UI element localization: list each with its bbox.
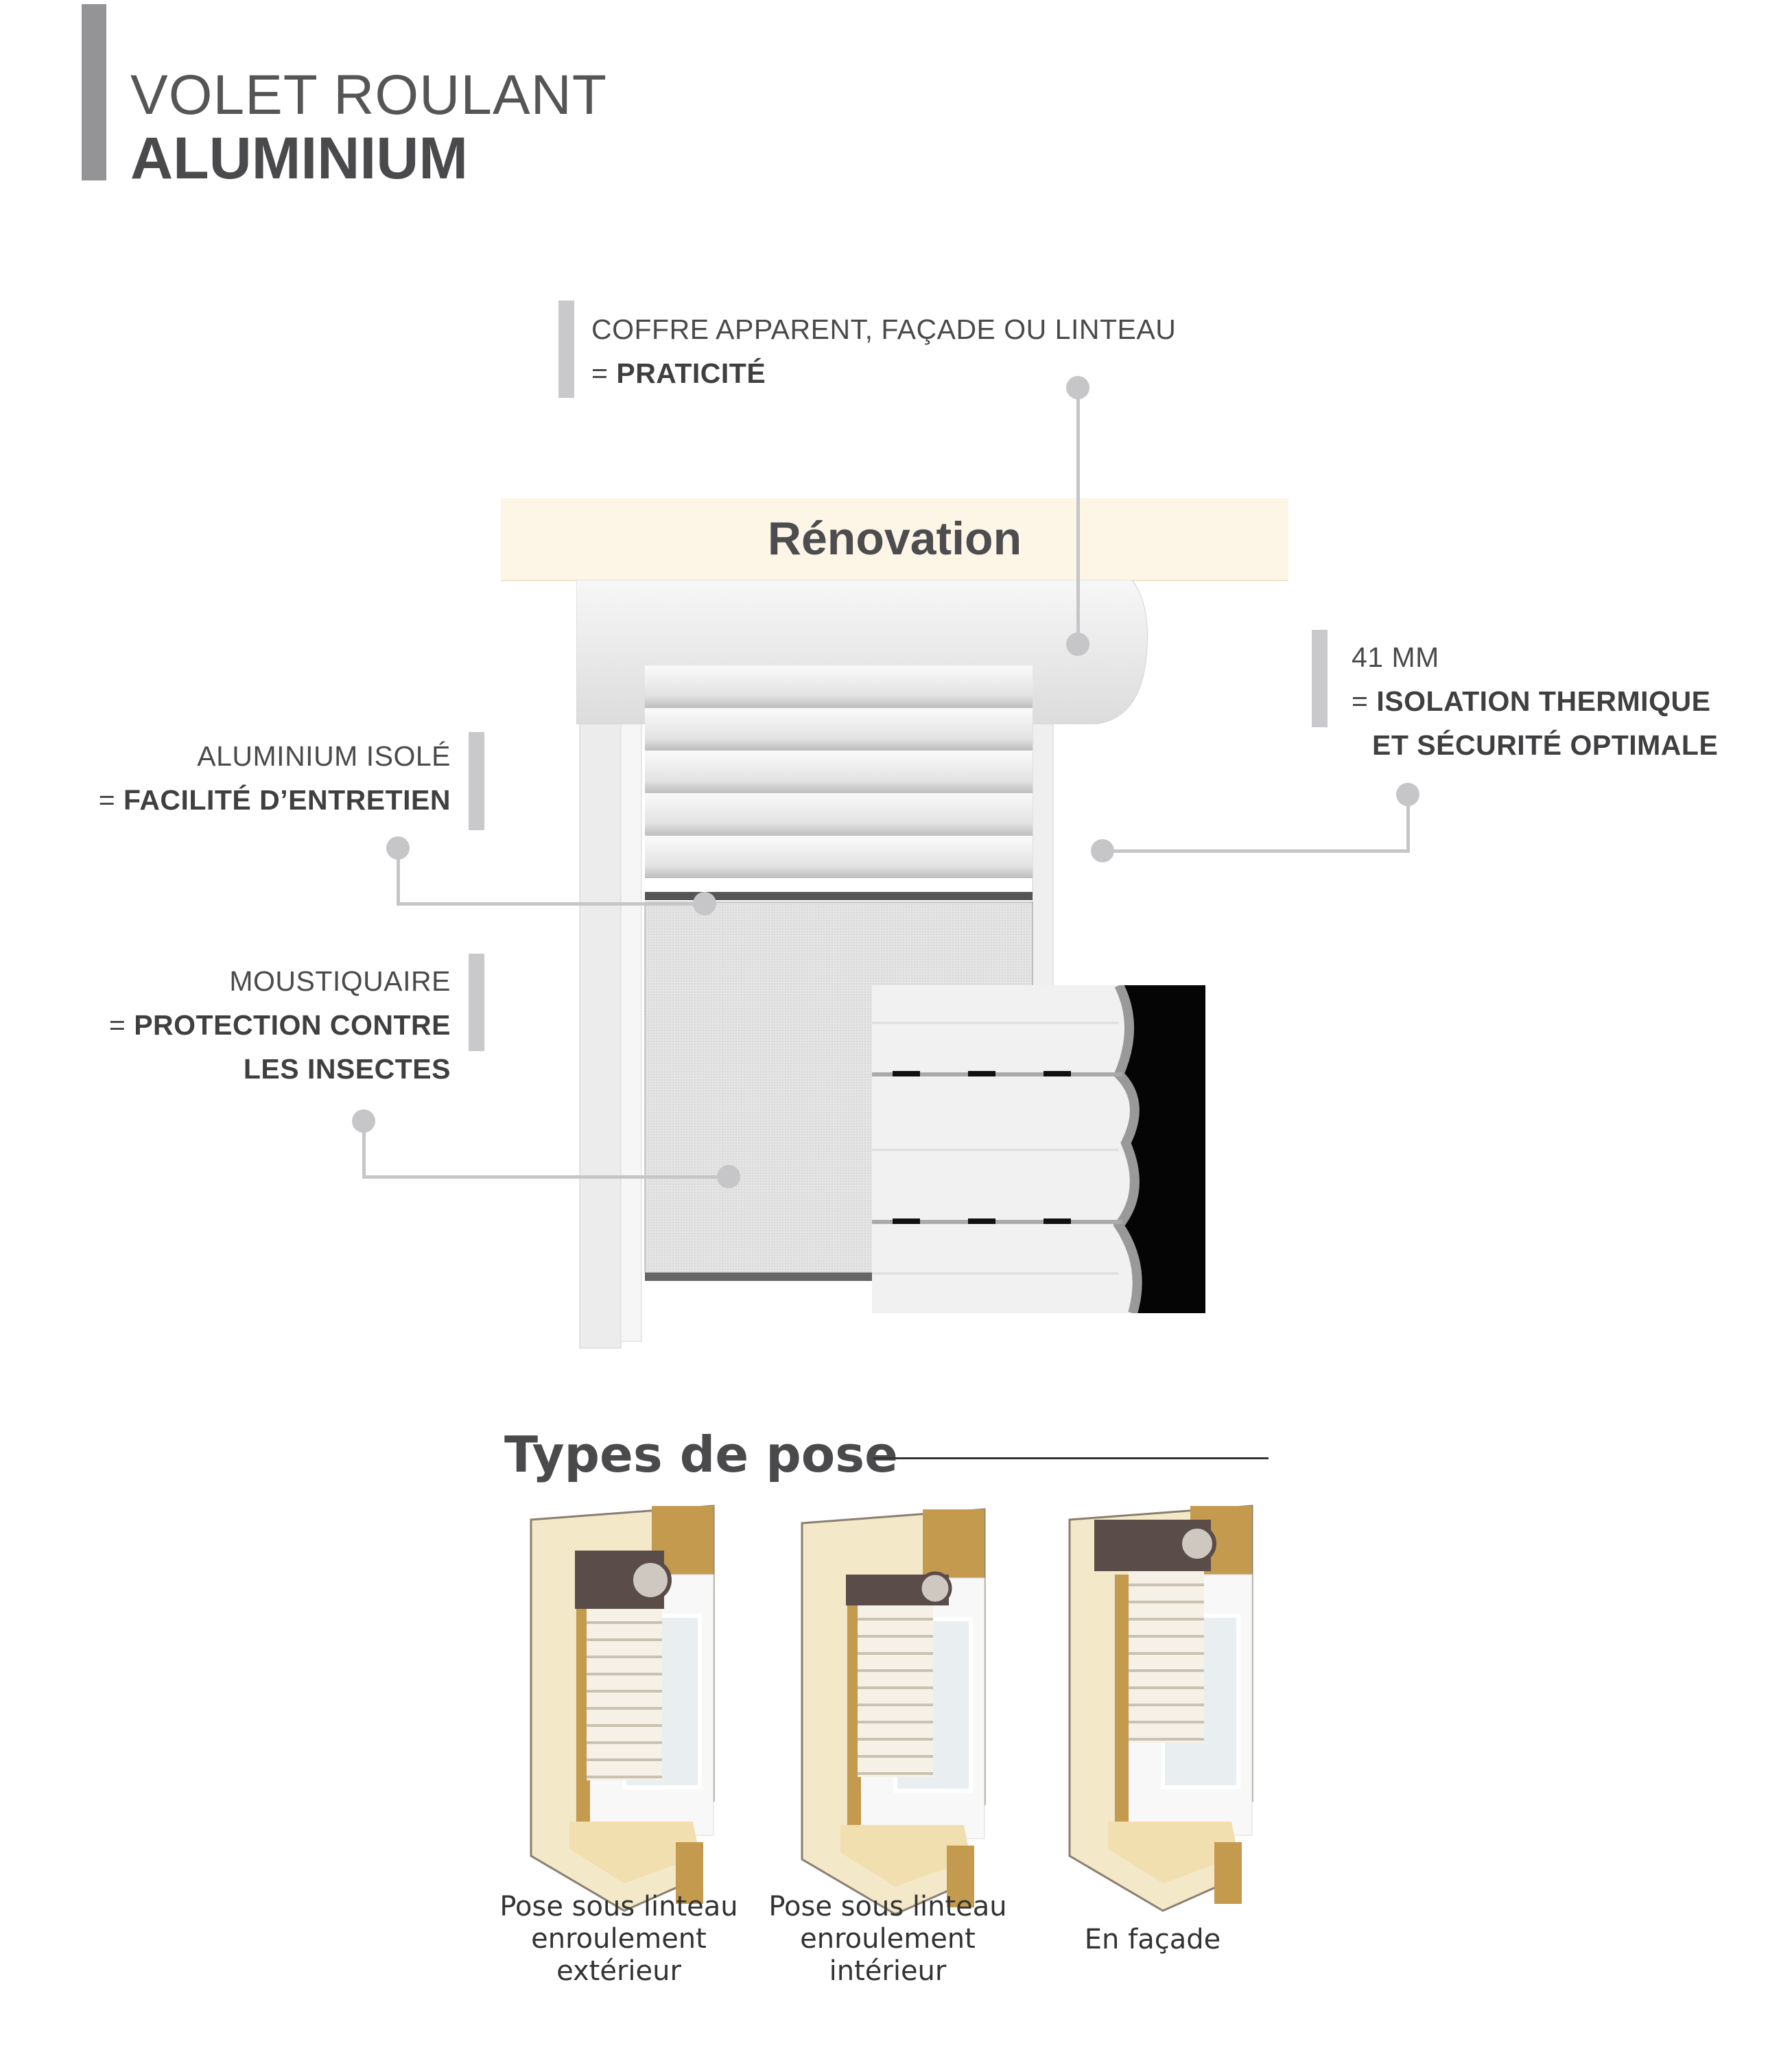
callout-moustiquaire-line3: LES INSECTES (109, 1047, 451, 1091)
caption-line: Pose sous linteau (499, 1891, 738, 1922)
callout-thickness-line2: = ISOLATION THERMIQUE (1352, 679, 1718, 723)
pointer-dot (693, 892, 716, 915)
benefit: ET SÉCURITÉ OPTIMALE (1372, 729, 1719, 761)
pointer-dot (1396, 783, 1419, 806)
pointer-dot (352, 1109, 375, 1133)
pose-exterieur-illustration (531, 1506, 714, 1911)
title-accent-bar (82, 4, 106, 180)
title-line-1: VOLET ROULANT (130, 64, 607, 126)
caption-line: enroulement (800, 1923, 976, 1955)
slat-section-inset (872, 985, 1205, 1313)
pointer-dot (717, 1165, 740, 1188)
callout-bar (469, 732, 484, 830)
prefix: = (98, 784, 124, 816)
benefit: ISOLATION THERMIQUE (1376, 685, 1711, 717)
caption-line: enroulement (531, 1923, 707, 1955)
pointer-line (362, 1175, 729, 1179)
benefit: FACILITÉ D’ENTRETIEN (123, 784, 451, 816)
callout-coffre-line2: = PRATICITÉ (591, 351, 1176, 395)
title-line-2: ALUMINIUM (130, 126, 469, 191)
pose-caption-facade: En façade (1022, 1924, 1283, 1956)
pose-interieur-illustration (802, 1509, 985, 1914)
callout-moustiquaire: MOUSTIQUAIRE = PROTECTION CONTRE LES INS… (109, 959, 451, 1091)
pointer-dot (1066, 633, 1089, 656)
callout-aluminium-line1: ALUMINIUM ISOLÉ (197, 740, 451, 772)
benefit: PRATICITÉ (616, 357, 766, 389)
pointer-line (1406, 794, 1410, 852)
caption-line: extérieur (556, 1955, 681, 1987)
callout-thickness: 41 MM = ISOLATION THERMIQUE ET SÉCURITÉ … (1352, 635, 1718, 767)
callout-moustiquaire-line2: = PROTECTION CONTRE (109, 1003, 451, 1047)
caption-line: intérieur (829, 1955, 947, 1987)
callout-coffre: COFFRE APPARENT, FAÇADE OU LINTEAU = PRA… (591, 307, 1176, 395)
callout-aluminium: ALUMINIUM ISOLÉ = FACILITÉ D’ENTRETIEN (99, 734, 451, 822)
section-title: Types de pose (504, 1426, 898, 1483)
callout-coffre-line1: COFFRE APPARENT, FAÇADE OU LINTEAU (591, 314, 1177, 345)
pose-caption-interieur: Pose sous linteau enroulement intérieur (757, 1891, 1018, 1988)
installation-types-illustrations (528, 1499, 1283, 1924)
caption-line: En façade (1084, 1924, 1221, 1955)
pointer-line (397, 902, 705, 906)
pointer-dot (1091, 839, 1114, 862)
prefix: = (591, 357, 617, 389)
pose-caption-exterieur: Pose sous linteau enroulement extérieur (488, 1891, 749, 1988)
shutter-slats (645, 666, 1033, 878)
renovation-banner: Rénovation (501, 498, 1288, 581)
section-divider (873, 1457, 1269, 1459)
pointer-line (397, 848, 400, 905)
pose-facade-illustration (1070, 1506, 1252, 1911)
prefix: = (108, 1009, 134, 1041)
prefix: = (1352, 685, 1377, 717)
callout-bar (1312, 630, 1328, 727)
callout-thickness-line3: ET SÉCURITÉ OPTIMALE (1352, 723, 1718, 767)
callout-bar (469, 954, 484, 1051)
callout-aluminium-line2: = FACILITÉ D’ENTRETIEN (99, 778, 451, 822)
benefit: LES INSECTES (243, 1053, 451, 1085)
pointer-dot (1066, 376, 1089, 399)
pointer-line (362, 1121, 366, 1178)
pointer-line (1103, 849, 1410, 853)
pointer-dot (386, 836, 410, 860)
callout-thickness-line1: 41 MM (1352, 641, 1439, 673)
pointer-line (1076, 388, 1080, 644)
callout-bar (558, 301, 574, 398)
caption-line: Pose sous linteau (768, 1891, 1007, 1922)
benefit: PROTECTION CONTRE (134, 1009, 451, 1041)
callout-moustiquaire-line1: MOUSTIQUAIRE (229, 965, 451, 997)
